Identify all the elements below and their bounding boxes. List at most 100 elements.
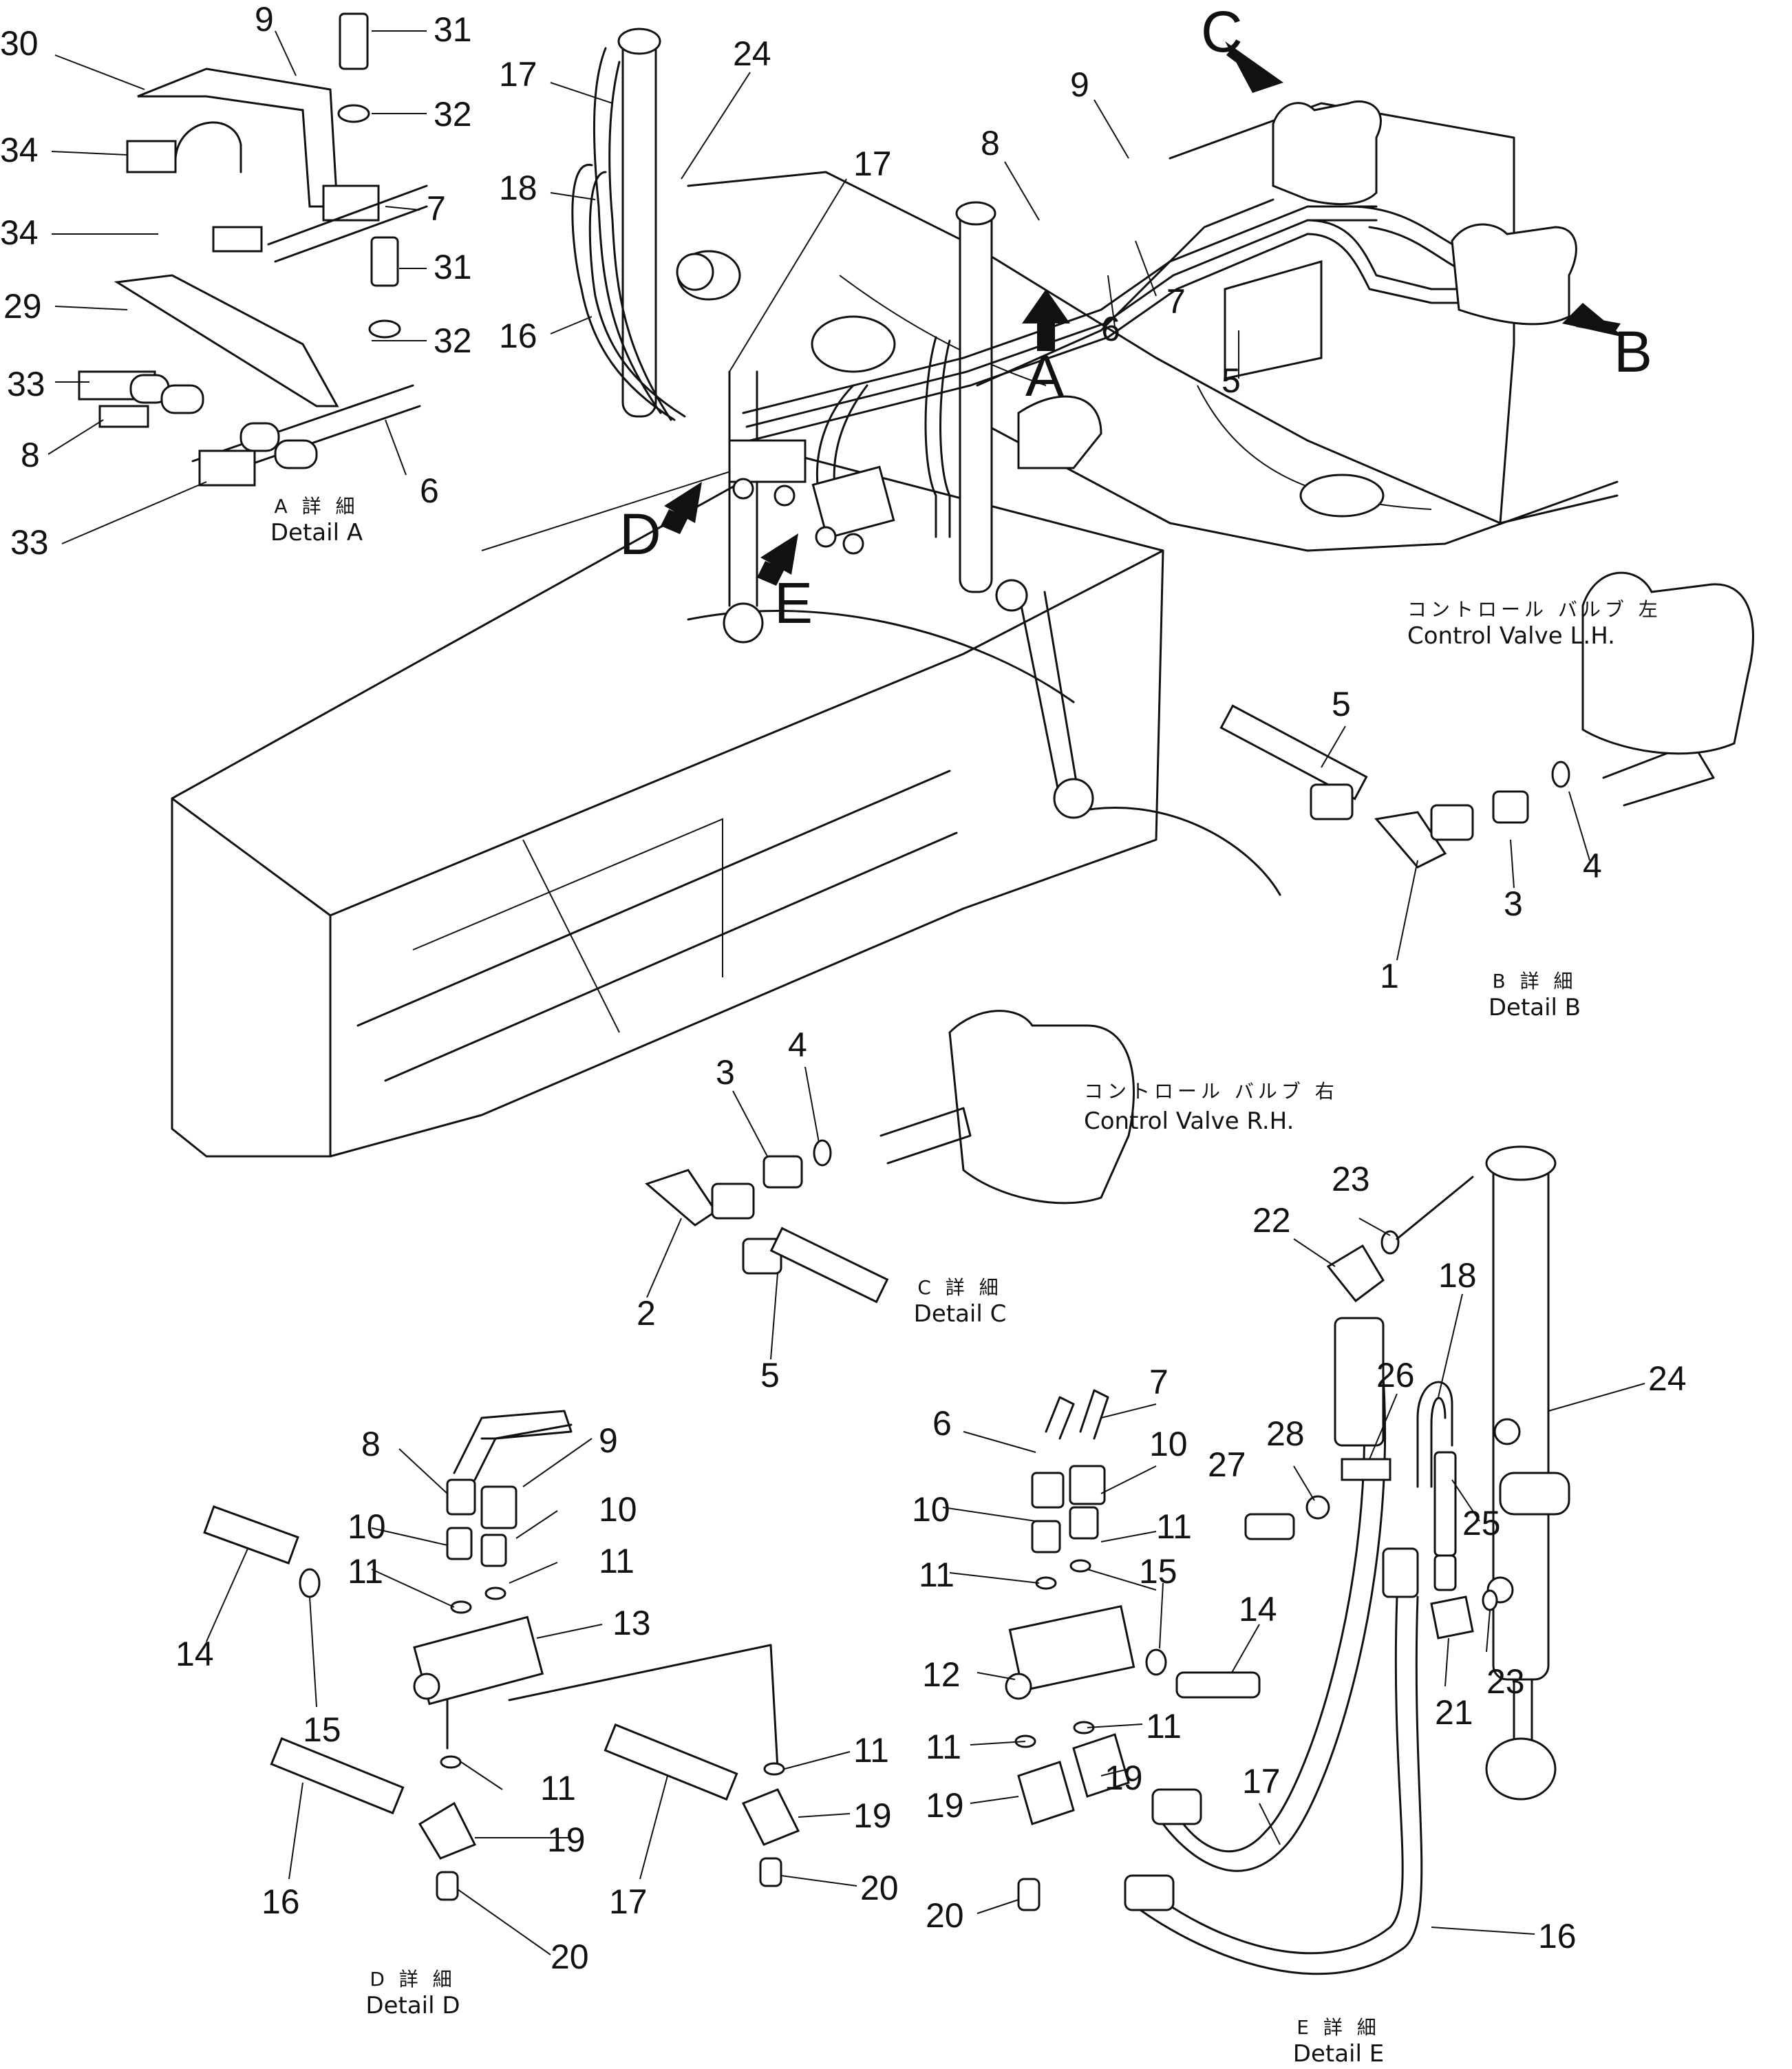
callout: 24 [733,34,771,73]
view-letter-a: A [1025,343,1064,408]
callout: 2 [637,1294,656,1333]
callout: 17 [853,145,892,183]
callout: 5 [1222,361,1241,400]
detail-d-caption: Detail D [365,1992,460,2019]
callout: 13 [612,1604,651,1642]
detail-b-caption: Detail B [1489,994,1581,1021]
lift-cylinder-left [617,28,714,418]
callout: 30 [0,24,39,63]
view-letter-c: C [1201,0,1243,64]
callouts-detail-d: 8 9 10 10 11 11 14 13 15 11 11 19 19 16 … [175,1421,899,1976]
callout: 20 [860,1869,899,1907]
callouts-detail-c: 4 3 2 5 [637,1026,807,1394]
callout: 14 [1239,1590,1277,1628]
detail-e-caption: Detail E [1293,2040,1384,2068]
callouts-detail-b: 5 4 3 1 [1332,685,1602,995]
lift-cylinder-center [955,201,1102,819]
callout: 9 [599,1421,618,1460]
callout: 18 [1438,1256,1477,1295]
callout: 19 [853,1796,892,1835]
callout: 33 [7,365,45,403]
callout: 9 [1070,65,1089,104]
callout: 31 [434,248,472,286]
callout: 25 [1462,1504,1501,1542]
callout: 19 [926,1786,964,1825]
callout: 11 [919,1556,954,1594]
callout: 4 [788,1026,807,1064]
callout: 17 [499,55,537,94]
callout: 32 [434,321,472,360]
callout: 16 [262,1882,300,1921]
detail-captions: A 詳 細 Detail A B 詳 細 Detail B C 詳 細 Deta… [270,495,1581,2068]
view-letter-labels: A B C D E [619,0,1652,635]
valve-lh-label-jp: コントロール バルブ 左 [1407,598,1662,621]
callout: 19 [547,1821,586,1859]
detail-b-caption-jp: B 詳 細 [1492,970,1577,993]
callout: 7 [1166,282,1186,321]
callout: 20 [926,1896,964,1935]
callout: 17 [1242,1762,1281,1801]
callout: 8 [981,124,1000,162]
callout: 9 [255,0,274,39]
callout: 7 [1149,1363,1169,1401]
callout: 24 [1648,1359,1687,1398]
control-valve-upper [1224,100,1577,380]
detail-a-caption-jp: A 詳 細 [275,495,359,518]
valve-block-e [811,465,895,555]
callout: 5 [760,1356,780,1394]
detail-d-caption-jp: D 詳 細 [370,1968,456,1991]
callout: 4 [1583,847,1602,885]
callout: 6 [420,471,439,510]
callout: 1 [1380,957,1399,995]
callout: 11 [1156,1507,1192,1546]
callout: 7 [427,189,446,228]
callout: 33 [10,523,49,562]
callout: 10 [912,1490,950,1529]
detail-e-caption-jp: E 詳 細 [1297,2016,1380,2039]
callout: 6 [1101,310,1120,348]
callout: 31 [434,10,472,49]
callouts-main: 17 24 18 17 16 8 9 7 6 5 [499,34,1241,400]
valve-rh-label: Control Valve R.H. [1084,1107,1294,1135]
callout: 23 [1486,1662,1525,1701]
callout: 26 [1376,1356,1415,1394]
callout: 20 [551,1938,589,1976]
callout: 11 [926,1728,961,1766]
callout: 11 [540,1769,576,1807]
leader-lines [47,30,1645,1955]
callout: 15 [1139,1552,1177,1591]
callout: 18 [499,169,537,207]
callout: 16 [1538,1917,1577,1955]
callout: 3 [716,1053,735,1092]
callout: 27 [1208,1445,1246,1484]
callout: 10 [348,1507,386,1546]
callout: 28 [1266,1414,1305,1453]
valve-lh-label: Control Valve L.H. [1407,622,1615,650]
valve-block-d [728,439,807,507]
callout: 15 [303,1710,341,1749]
callout: 17 [609,1882,648,1921]
callout: 3 [1504,884,1523,923]
callout: 11 [853,1731,889,1770]
detail-a-caption: Detail A [270,519,363,547]
detail-c-fittings [645,1010,1135,1304]
callout: 11 [348,1552,383,1591]
view-letter-e: E [774,571,813,635]
pivot-bracket [723,370,764,644]
detail-d-valve-assembly [203,1410,800,1901]
view-arrows [661,41,1624,586]
callout: 19 [1105,1759,1143,1797]
callout: 8 [21,436,40,474]
callout: 22 [1252,1201,1291,1240]
callout: 21 [1435,1693,1473,1732]
callout: 11 [599,1542,634,1580]
callout: 32 [434,95,472,134]
callout: 34 [0,213,39,252]
callouts-detail-e: 6 7 23 22 18 24 26 10 28 10 11 27 11 15 … [912,1160,1687,1955]
view-letter-d: D [619,502,661,566]
callout: 23 [1332,1160,1370,1198]
callout: 29 [3,287,42,326]
callout: 11 [1146,1707,1182,1746]
callout: 5 [1332,685,1351,723]
